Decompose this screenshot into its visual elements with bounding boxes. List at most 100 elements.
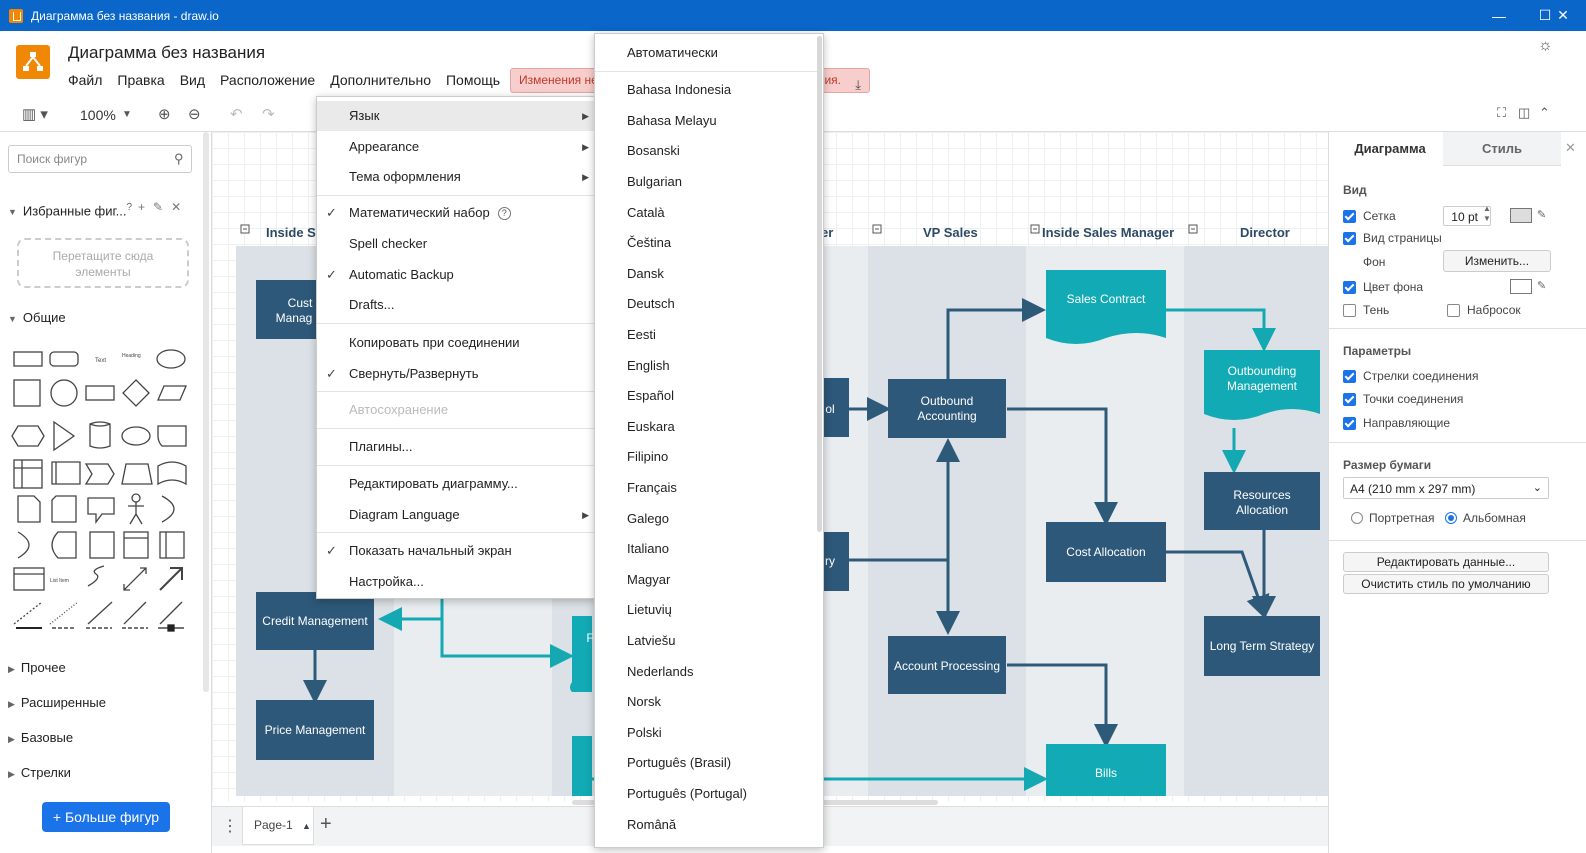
edge[interactable] (1007, 663, 1118, 748)
menu-extras[interactable]: Дополнительно (330, 72, 431, 88)
node-sales-contract[interactable] (1046, 270, 1166, 344)
node-partial-ry[interactable] (824, 532, 849, 591)
shape-cloud[interactable] (121, 426, 151, 446)
menu-item-copy-on-connect[interactable]: Копировать при соединении (349, 335, 520, 350)
node-price-management[interactable] (256, 700, 374, 760)
shape-callout[interactable] (87, 497, 115, 524)
sidebar-scrollbar[interactable] (203, 132, 209, 692)
shape-list-item[interactable]: List Item (50, 578, 69, 584)
add-page-icon[interactable]: + (320, 813, 332, 835)
background-color-swatch[interactable] (1510, 279, 1532, 294)
pages-menu-icon[interactable]: ⋮ (222, 818, 238, 835)
edge[interactable] (826, 438, 960, 562)
language-option[interactable]: Dansk (627, 266, 664, 281)
close-window-button[interactable]: ✕ (1540, 0, 1586, 31)
shape-delay[interactable] (17, 531, 30, 559)
shape-hexagon[interactable] (11, 425, 45, 447)
language-option[interactable]: Eesti (627, 327, 656, 342)
menu-arrange[interactable]: Расположение (220, 72, 316, 88)
language-option[interactable]: Deutsch (627, 296, 675, 311)
shape-heading[interactable]: Heading (122, 353, 141, 359)
language-option[interactable]: Français (627, 480, 677, 495)
shape-card[interactable] (51, 495, 77, 523)
connection-points-option[interactable]: Точки соединения (1343, 392, 1463, 406)
guides-option[interactable]: Направляющие (1343, 416, 1450, 430)
zoom-in-icon[interactable]: ⊕ (158, 106, 171, 123)
edge-teal[interactable] (440, 594, 574, 668)
connection-arrows-option[interactable]: Стрелки соединения (1343, 369, 1478, 383)
edge[interactable] (1007, 407, 1118, 526)
maximize-button[interactable]: ☐ (1522, 0, 1568, 31)
language-option[interactable]: Norsk (627, 694, 661, 709)
node-account-processing[interactable] (888, 636, 1006, 694)
document-title[interactable]: Диаграмма без названия (68, 43, 266, 62)
shape-step[interactable] (84, 463, 115, 485)
language-option[interactable]: Lietuvių (627, 602, 672, 617)
language-option[interactable]: Bahasa Indonesia (627, 82, 732, 97)
menu-help[interactable]: Помощь (445, 72, 501, 88)
language-option[interactable]: Čeština (627, 235, 672, 250)
language-option[interactable]: Bosanski (627, 143, 680, 158)
shape-internal-storage[interactable] (13, 459, 43, 489)
guides-checkbox[interactable] (1343, 416, 1356, 430)
connection-points-checkbox[interactable] (1343, 392, 1356, 406)
help-icon[interactable]: ? (497, 207, 511, 221)
node-partial-ol[interactable] (824, 378, 849, 437)
shape-list[interactable] (13, 567, 45, 591)
advanced-section-header[interactable]: ▶Расширенные (8, 695, 106, 710)
edge-teal[interactable] (1166, 308, 1276, 352)
menu-item-diagram-language[interactable]: Diagram Language▶ (317, 500, 595, 530)
language-option[interactable]: Português (Portugal) (627, 786, 747, 801)
menu-item-plugins[interactable]: Плагины... (349, 439, 413, 454)
shadow-option[interactable]: Тень (1343, 303, 1389, 317)
grid-size-stepper-icon[interactable]: ▲▼ (1483, 204, 1491, 223)
menu-item-spell-checker[interactable]: Spell checker (349, 236, 428, 251)
close-icon[interactable]: ✕ (171, 200, 190, 214)
paper-size-select[interactable]: A4 (210 mm x 297 mm) ⌄ (1343, 477, 1549, 499)
background-color-checkbox[interactable] (1343, 280, 1356, 294)
language-option[interactable]: Bahasa Melayu (627, 113, 717, 128)
theme-toggle-icon[interactable]: ☼ (1538, 37, 1553, 54)
menu-item-automatic-backup[interactable]: ✓Automatic Backup (317, 260, 595, 290)
basic-section-header[interactable]: ▶Базовые (8, 730, 74, 745)
menu-edit[interactable]: Правка (117, 72, 165, 88)
menu-item-math[interactable]: ✓Математический набор? (317, 198, 595, 228)
shape-square[interactable] (13, 379, 41, 407)
shape-search-input[interactable]: Поиск фигур (8, 145, 192, 173)
favorites-drop-zone[interactable]: Перетащите сюда элементы (17, 238, 189, 288)
zoom-level[interactable]: 100% (80, 107, 116, 123)
grid-option[interactable]: Сетка (1343, 209, 1396, 223)
collapse-icon[interactable]: ⌃ (1539, 105, 1550, 120)
shape-cube[interactable] (51, 461, 81, 485)
edge[interactable] (1166, 550, 1270, 620)
menu-item-language[interactable]: Язык▶ (317, 101, 595, 131)
menu-item-show-start-screen[interactable]: ✓Показать начальный экран (317, 536, 595, 566)
language-option-auto[interactable]: Автоматически (627, 45, 718, 60)
edit-grid-color-icon[interactable]: ✎ (1537, 209, 1547, 221)
clear-default-style-button[interactable]: Очистить стиль по умолчанию (1343, 574, 1549, 594)
shape-actor[interactable] (128, 502, 144, 525)
shape-tape[interactable] (157, 461, 187, 486)
language-option[interactable]: Nederlands (627, 664, 694, 679)
language-option[interactable]: Català (627, 205, 665, 220)
language-menu-scrollbar[interactable] (817, 36, 822, 532)
sketch-option[interactable]: Набросок (1447, 303, 1521, 317)
edit-data-button[interactable]: Редактировать данные... (1343, 552, 1549, 572)
shape-process[interactable] (85, 385, 115, 401)
shape-or[interactable] (161, 495, 175, 523)
edit-icon[interactable]: ✎ (153, 200, 172, 214)
misc-section-header[interactable]: ▶Прочее (8, 660, 66, 675)
language-option[interactable]: Polski (627, 725, 662, 740)
node-resources-allocation[interactable] (1204, 472, 1320, 530)
shape-line[interactable] (87, 601, 113, 625)
tab-diagram[interactable]: Диаграмма (1354, 141, 1426, 156)
zoom-dropdown-icon[interactable]: ▼ (122, 109, 132, 120)
shape-trapezoid[interactable] (121, 463, 153, 485)
add-icon[interactable]: + (138, 200, 154, 214)
shape-arrow[interactable] (159, 567, 183, 591)
grid-size-input[interactable]: 10 pt (1443, 206, 1491, 226)
landscape-option[interactable]: Альбомная (1445, 511, 1526, 525)
node-outbound-accounting[interactable] (888, 379, 1006, 438)
zoom-out-icon[interactable]: ⊖ (188, 106, 201, 123)
shadow-checkbox[interactable] (1343, 303, 1356, 317)
